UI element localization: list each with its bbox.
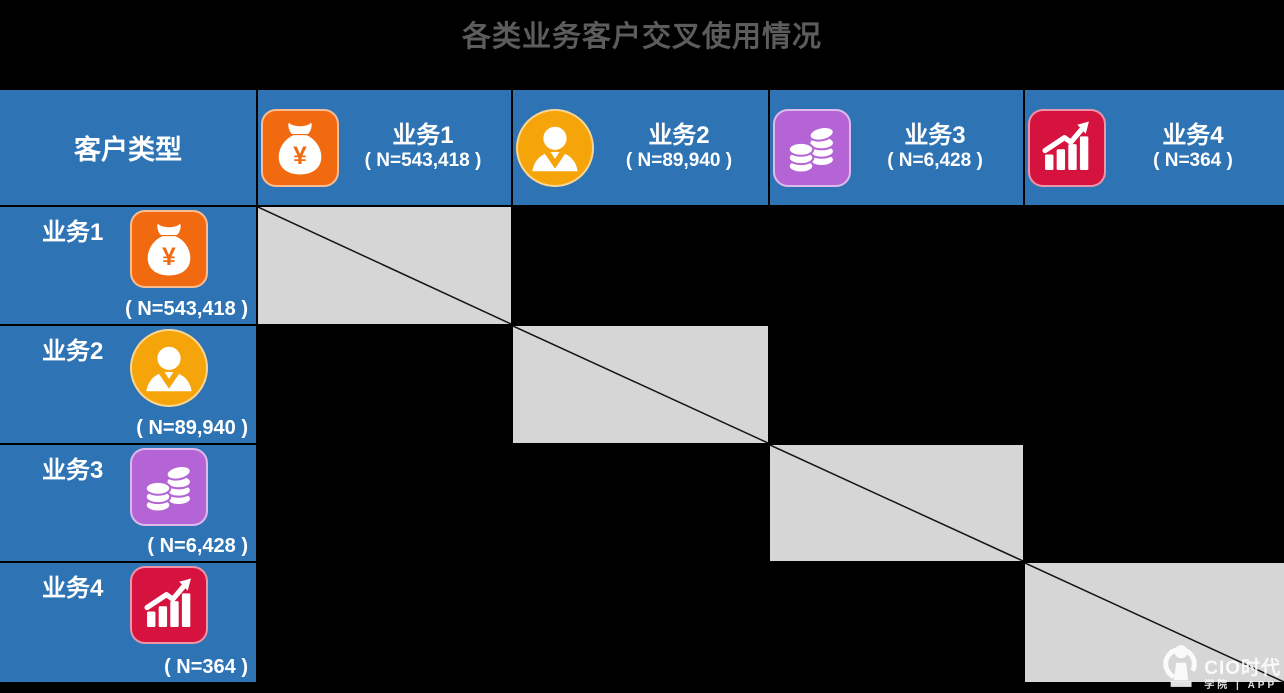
row-header-n: ( N=6,428 ) [147,535,248,557]
matrix-cell-empty [770,326,1023,443]
col-header-label: 业务3 [904,122,966,150]
col-header-label: 业务1 [392,122,454,150]
row-header-label: 业务4 [42,575,104,602]
row-header-business-2: 业务2 ( N=89,940 ) [0,326,256,443]
person-icon [516,108,594,187]
page-title: 各类业务客户交叉使用情况 [461,21,822,53]
col-header-n: ( N=6,428 ) [887,150,983,172]
money-bag-icon [261,108,339,187]
row-header-n: ( N=543,418 ) [125,298,248,320]
matrix-cell-empty [1025,326,1284,443]
row-header-n: ( N=89,940 ) [136,417,248,439]
matrix-cell-empty [1025,445,1284,561]
matrix-cell-empty [513,563,768,682]
row-header-business-4: 业务4 ( N=364 ) [0,563,256,682]
matrix-cell-diagonal-4 [1025,563,1284,682]
matrix-cell-empty [258,445,511,561]
coins-icon [773,108,851,187]
matrix-cell-diagonal-1 [258,207,511,324]
matrix-cell-empty [770,563,1023,682]
chart-icon [130,566,208,644]
col-header-business-4: 业务4 ( N=364 ) [1025,90,1284,205]
row-header-business-1: 业务1 ( N=543,418 ) [0,207,256,324]
col-header-business-1: 业务1 ( N=543,418 ) [258,90,511,205]
matrix-cell-empty [770,207,1023,324]
col-header-n: ( N=89,940 ) [625,150,733,172]
watermark-brand: CIO时代 [1204,658,1281,679]
watermark-sub: 学院 | APP [1204,680,1278,691]
col-header-n: ( N=543,418 ) [364,150,482,172]
matrix-cell-empty [513,445,768,561]
corner-header: 客户类型 [0,90,256,205]
matrix-cell-empty [258,326,511,443]
coins-icon [130,448,208,526]
col-header-label: 业务4 [1162,122,1224,150]
matrix-cell-diagonal-2 [513,326,768,443]
matrix-cell-empty [513,207,768,324]
matrix-cell-empty [1025,207,1284,324]
col-header-label: 业务2 [648,122,710,150]
chart-icon [1028,108,1106,187]
row-header-label: 业务1 [42,219,104,246]
col-header-n: ( N=364 ) [1153,150,1233,172]
col-header-business-2: 业务2 ( N=89,940 ) [513,90,768,205]
matrix-cell-diagonal-3 [770,445,1023,561]
row-header-label: 业务3 [42,457,104,484]
watermark: CIO时代 学院 | APP [1158,640,1281,692]
cio-logo-icon [1158,640,1202,692]
matrix-cell-empty [258,563,511,682]
row-header-business-3: 业务3 ( N=6,428 ) [0,445,256,561]
row-header-n: ( N=364 ) [164,656,248,678]
money-bag-icon [130,210,208,288]
col-header-business-3: 业务3 ( N=6,428 ) [770,90,1023,205]
row-header-label: 业务2 [42,338,104,365]
cross-usage-matrix: 客户类型 业务1 ( N=543,418 ) 业务2 ( N=89,940 ) … [0,90,1284,682]
person-icon [130,329,208,407]
